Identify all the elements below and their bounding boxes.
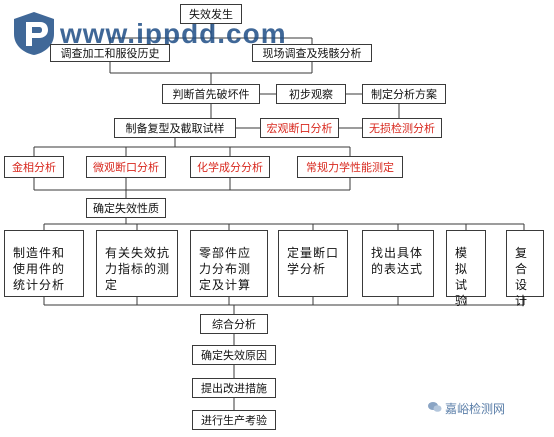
wechat-icon <box>428 402 442 412</box>
mechanical-properties-box: 常规力学性能测定 <box>297 156 403 178</box>
production-test-box: 进行生产考验 <box>192 410 276 430</box>
failure-cause-box: 确定失效原因 <box>192 345 276 365</box>
watermark-footer-text: 嘉峪检测网 <box>445 402 506 416</box>
service-history-box: 调查加工和服役历史 <box>50 44 170 62</box>
stress-distribution-box: 零部件应力分布测定及计算 <box>190 230 268 297</box>
initial-observation-box: 初步观察 <box>276 84 346 104</box>
comprehensive-analysis-box: 综合分析 <box>200 314 268 334</box>
sample-prep-box: 制备复型及截取试样 <box>114 118 236 138</box>
expression-box: 找出具体的表达式 <box>362 230 434 297</box>
chemical-composition-box: 化学成分分析 <box>190 156 270 178</box>
statistical-analysis-box: 制造件和使用件的统计分析 <box>4 230 84 297</box>
composite-design-box: 复合设计 <box>506 230 544 308</box>
simulation-test-box: 模拟试验 <box>446 230 486 308</box>
micro-fracture-box: 微观断口分析 <box>86 156 166 178</box>
failure-occurs-box: 失效发生 <box>180 4 242 24</box>
resistance-index-box: 有关失效抗力指标的测定 <box>96 230 178 297</box>
metallographic-box: 金相分析 <box>4 156 64 178</box>
ndt-analysis-box: 无损检测分析 <box>362 118 442 138</box>
failure-nature-box: 确定失效性质 <box>86 198 166 218</box>
field-investigation-box: 现场调查及残骸分析 <box>252 44 372 62</box>
macro-fracture-box: 宏观断口分析 <box>260 118 339 138</box>
improvement-measures-box: 提出改进措施 <box>192 378 276 398</box>
first-broken-part-box: 判断首先破坏件 <box>162 84 260 104</box>
quantitative-fractography-box: 定量断口学分析 <box>278 230 348 297</box>
watermark-site-text: www.ippdd.com <box>60 18 287 49</box>
ippdd-logo-icon <box>14 12 54 55</box>
analysis-plan-box: 制定分析方案 <box>362 84 446 104</box>
